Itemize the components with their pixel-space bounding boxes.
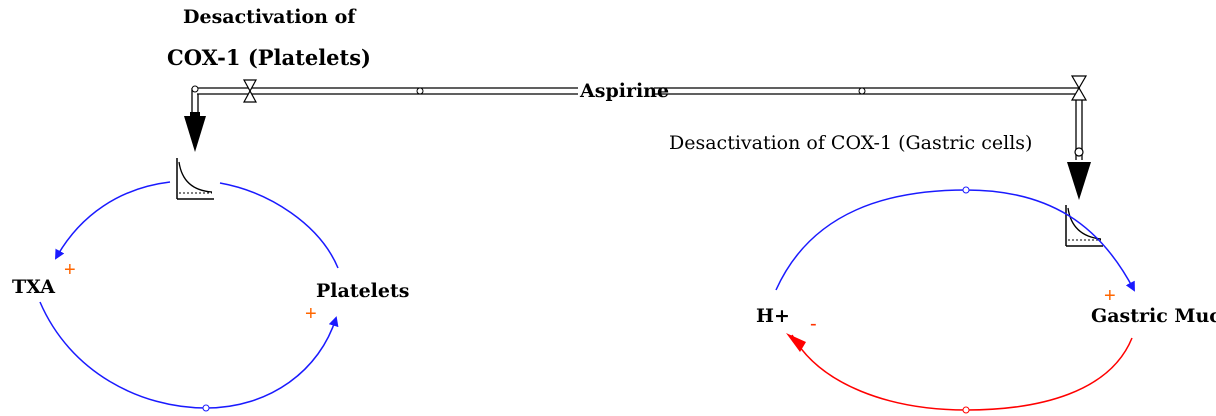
label-platelets[interactable]: Platelets (316, 280, 409, 302)
label-h-plus[interactable]: H+ (756, 305, 790, 327)
flow-arrow-gastric (1067, 147, 1091, 200)
decay-graph-icon-gastric (1064, 203, 1104, 247)
valve-platelets[interactable] (242, 79, 258, 103)
flow-arrow-platelets (184, 112, 206, 152)
valve-gastric[interactable] (1070, 75, 1088, 101)
aspirine-flow-pipe (191, 87, 1083, 160)
polarity-txa: + (64, 259, 76, 281)
label-txa[interactable]: TXA (12, 276, 55, 298)
link-gastric-mucin-to-h[interactable] (791, 334, 1133, 411)
link-decay-to-platelets (219, 182, 339, 269)
link-midpoint-marker-bottom (962, 406, 970, 414)
pipe-midpoint-markers (191, 85, 866, 95)
label-aspirine[interactable]: Aspirine (579, 80, 669, 102)
polarity-platelets: + (305, 303, 317, 325)
polarity-gastric-mucin: + (1104, 285, 1116, 307)
label-gastric-mucin[interactable]: Gastric Mucin (1091, 305, 1216, 327)
polarity-h-plus: - (810, 313, 817, 335)
label-cox1-platelets-line1: Desactivation of (183, 6, 357, 28)
arrowhead-red-h (786, 333, 806, 352)
link-decay-to-txa[interactable] (55, 181, 171, 260)
decay-graph-icon-platelets (175, 156, 215, 200)
link-midpoint-marker-left (202, 404, 210, 412)
label-cox1-gastric: Desactivation of COX-1 (Gastric cells) (669, 132, 1032, 154)
link-midpoint-marker-top (962, 186, 970, 194)
label-cox1-platelets-line2: COX-1 (Platelets) (167, 45, 371, 70)
link-txa-to-platelets[interactable] (39, 301, 339, 409)
